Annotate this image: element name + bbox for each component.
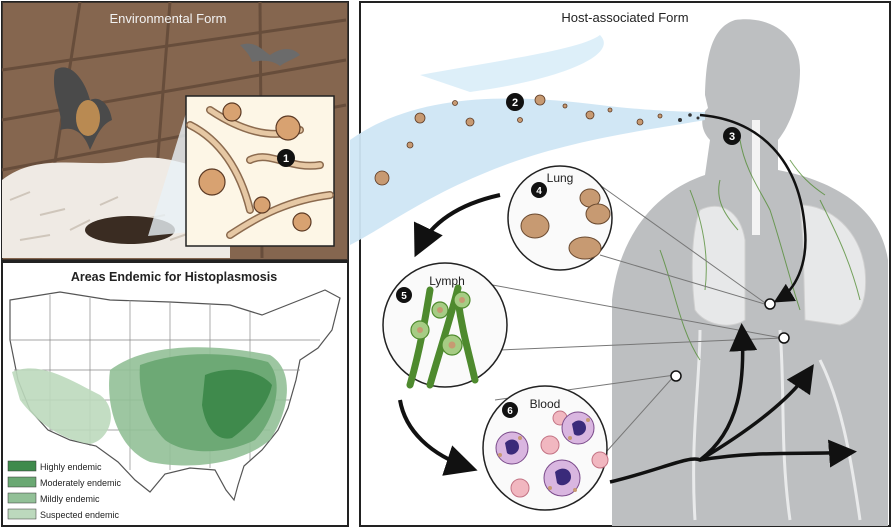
blood-point bbox=[670, 370, 682, 382]
step-4-badge: 4 bbox=[531, 182, 547, 198]
svg-text:6: 6 bbox=[507, 406, 513, 417]
airborne-spores bbox=[374, 94, 663, 186]
environmental-panel: 1 Environmental Form bbox=[1, 1, 349, 261]
legend-highly: Highly endemic bbox=[40, 462, 102, 472]
human-silhouette bbox=[612, 19, 888, 527]
inhale-arrow bbox=[699, 113, 807, 303]
map-legend: Highly endemic Moderately endemic Mildly… bbox=[7, 460, 122, 520]
svg-text:5: 5 bbox=[401, 291, 407, 302]
environmental-title: Environmental Form bbox=[109, 11, 226, 26]
lymph-point bbox=[778, 332, 790, 344]
svg-text:4: 4 bbox=[536, 186, 542, 197]
dissemination-arrows bbox=[609, 323, 857, 484]
highly-endemic-zone bbox=[202, 369, 272, 439]
macroconidia bbox=[198, 102, 312, 232]
host-panel: Host-associated Form bbox=[350, 1, 891, 527]
host-title: Host-associated Form bbox=[561, 10, 688, 25]
bat-icon bbox=[53, 67, 112, 150]
step-1-badge: 1 bbox=[277, 149, 295, 167]
step-3-badge: 3 bbox=[723, 127, 741, 145]
arrow-lymph-to-blood bbox=[398, 399, 478, 476]
suspected-endemic-zone bbox=[12, 368, 111, 444]
svg-text:Lymph: Lymph bbox=[429, 274, 465, 288]
svg-text:Lung: Lung bbox=[547, 171, 574, 185]
lung-circle: Lung 4 bbox=[507, 165, 613, 271]
step-5-badge: 5 bbox=[396, 287, 412, 303]
arrow-lung-to-lymph bbox=[413, 193, 501, 258]
lymph-circle: Lymph 5 bbox=[382, 262, 508, 389]
svg-text:3: 3 bbox=[729, 131, 735, 143]
svg-text:2: 2 bbox=[512, 97, 518, 109]
legend-suspected: Suspected endemic bbox=[40, 510, 120, 520]
endemic-title: Areas Endemic for Histoplasmosis bbox=[71, 270, 277, 284]
lung-point bbox=[764, 298, 776, 310]
callout-wedge bbox=[148, 100, 190, 236]
air-stream bbox=[350, 98, 705, 245]
step-6-badge: 6 bbox=[502, 402, 518, 418]
legend-mildly: Mildly endemic bbox=[40, 494, 100, 504]
svg-text:Blood: Blood bbox=[530, 397, 561, 411]
endemic-panel: Areas Endemic for Histoplasmosis Highly … bbox=[1, 261, 349, 527]
legend-moderately: Moderately endemic bbox=[40, 478, 122, 488]
bat-icon bbox=[240, 43, 300, 66]
blood-circle: Blood bbox=[482, 385, 609, 511]
svg-text:1: 1 bbox=[283, 153, 289, 165]
step-2-badge: 2 bbox=[506, 93, 524, 111]
